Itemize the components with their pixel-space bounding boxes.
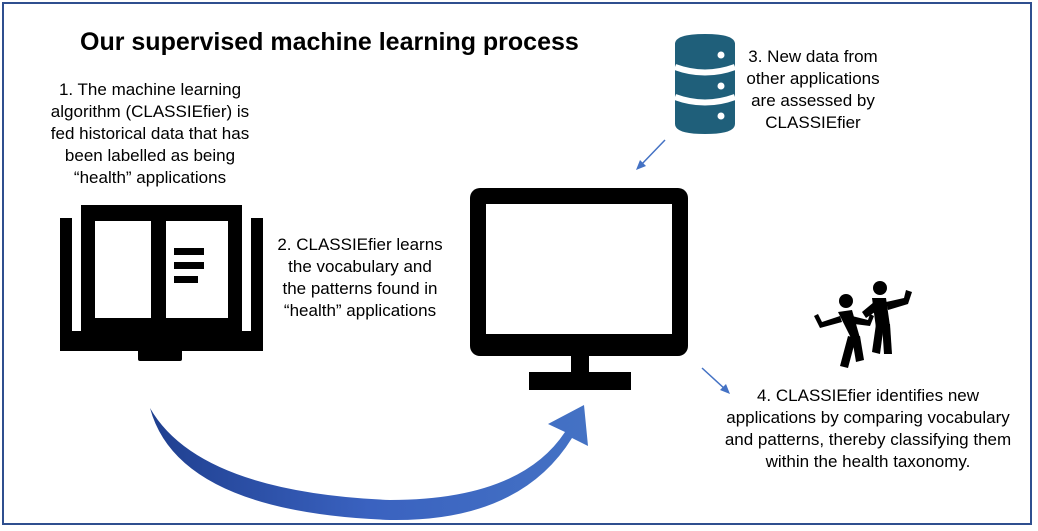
monitor-icon <box>470 188 688 390</box>
people-icon <box>814 281 912 368</box>
step-1-line: fed historical data that has <box>50 124 250 143</box>
step-1-line: algorithm (CLASSIEfier) is <box>50 102 250 121</box>
arrow-monitor-to-classification <box>701 367 730 394</box>
step-2-line: “health” applications <box>283 301 437 320</box>
database-icon <box>673 34 737 134</box>
step-4-line: within the health taxonomy. <box>765 452 971 471</box>
curved-arrow-book-to-monitor <box>150 405 588 521</box>
step-2-line: the vocabulary and <box>288 257 432 276</box>
step-3-caption: 3. New data from other applications are … <box>733 46 893 134</box>
step-1-line: 1. The machine learning <box>58 80 242 99</box>
step-3-line: other applications <box>746 69 880 88</box>
step-1-line: “health” applications <box>73 168 227 187</box>
diagram-title: Our supervised machine learning process <box>80 28 579 56</box>
step-3-line: CLASSIEfier <box>765 113 861 132</box>
step-4-line: applications by comparing vocabulary <box>726 408 1010 427</box>
step-1-line: been labelled as being <box>64 146 236 165</box>
step-1-caption: 1. The machine learning algorithm (CLASS… <box>30 79 270 189</box>
step-4-line: 4. CLASSIEfier identifies new <box>756 386 980 405</box>
step-2-line: 2. CLASSIEfier learns <box>277 235 443 254</box>
step-3-line: are assessed by <box>751 91 875 110</box>
step-3-line: 3. New data from <box>748 47 878 66</box>
book-icon <box>60 205 263 361</box>
step-4-caption: 4. CLASSIEfier identifies new applicatio… <box>708 385 1028 473</box>
step-4-line: and patterns, thereby classifying them <box>724 430 1012 449</box>
step-2-caption: 2. CLASSIEfier learns the vocabulary and… <box>270 234 450 322</box>
diagram-frame <box>2 2 1032 525</box>
step-2-line: the patterns found in <box>282 279 438 298</box>
arrow-database-to-monitor <box>636 139 666 170</box>
